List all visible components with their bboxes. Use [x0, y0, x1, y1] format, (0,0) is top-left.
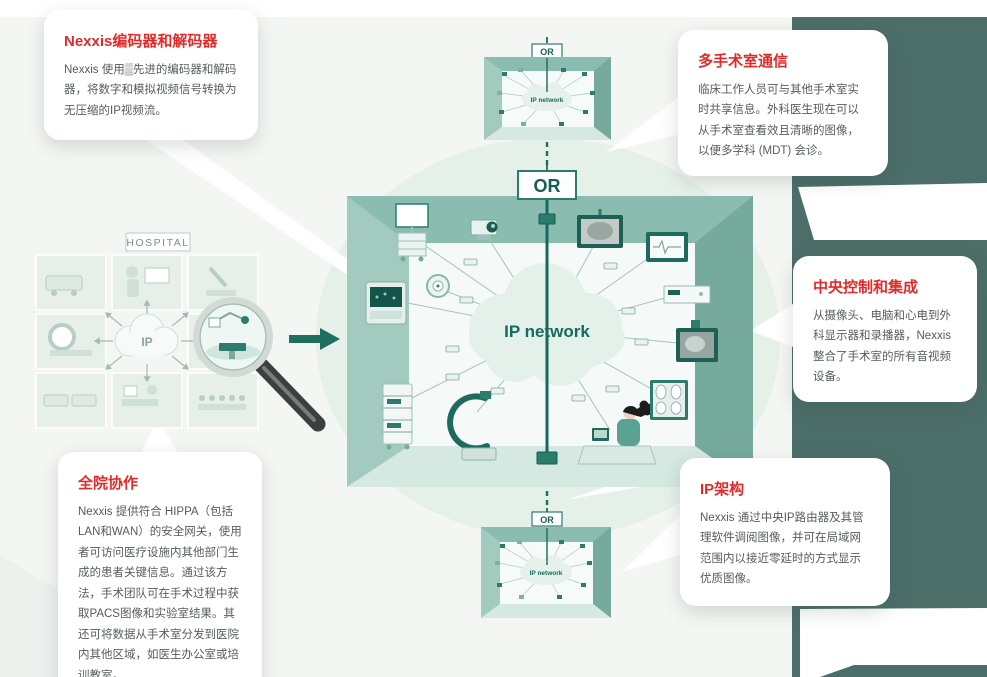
patient-monitor-icon: [365, 281, 407, 325]
encoder-decoder-boxes: [445, 258, 649, 402]
band-white-strip-tail: [800, 665, 854, 677]
callout-central-control-body: 从摄像头、电脑和心电到外科显示器和录播器，Nexxis整合了手术室的所有音视频设…: [813, 310, 952, 384]
hospital-cell-radiology-office: [111, 372, 183, 429]
mini-or-top: OR IP network: [484, 37, 611, 140]
ecg-monitor-icon: [646, 232, 688, 262]
callout-hospital-wide-card: 全院协作 Nexxis 提供符合 HIPPA（包括LAN和WAN）的安全网关，使…: [58, 452, 262, 677]
or-label: OR: [534, 176, 561, 196]
mini-or-top-devices: [497, 68, 595, 126]
central-control-callout-pointer: [750, 302, 796, 348]
mini-or-bottom-network-label: IP network: [530, 570, 563, 577]
callout-encoders-title: Nexxis编码器和解码器: [64, 33, 218, 50]
surgical-light-camera-icon: [426, 274, 450, 298]
ip-architecture-callout-pointer-down: [622, 512, 683, 572]
magnifier: [193, 297, 326, 432]
feed-connector-floor: [536, 451, 558, 465]
hospital-label: HOSPITAL: [126, 237, 189, 249]
callout-central-control-card: 中央控制和集成 从摄像头、电脑和心电到外科显示器和录播器，Nexxis整合了手术…: [793, 256, 977, 402]
hospital-cell-conference-room: [187, 372, 259, 429]
feed-connector-top: [538, 213, 556, 225]
main-or-room: IP network OR: [347, 163, 753, 487]
ptz-camera-icon: [470, 219, 498, 240]
callout-ip-architecture-card: IP架构 Nexxis 通过中央IP路由器及其管理软件调阅图像，并可在局域网范围…: [680, 458, 890, 606]
hospital-ip-label: IP: [141, 335, 152, 349]
or-label-box: [517, 170, 577, 200]
clinician-desk-icon: [577, 400, 657, 465]
magnifier-or-monitor: [208, 317, 221, 328]
mini-or-bottom-devices: [495, 540, 592, 599]
callout-ip-architecture-title: IP架构: [700, 481, 745, 498]
mini-or-bottom-label: OR: [540, 515, 554, 525]
c-arm-icon: [447, 391, 497, 461]
surgical-display-icon: [577, 209, 623, 248]
xray-display-icon: [676, 320, 718, 362]
xray-viewer-icon: [650, 380, 688, 420]
mini-or-bottom: OR IP network: [481, 508, 611, 618]
multi-or-callout-pointer: [606, 96, 680, 152]
callout-encoders-card: Nexxis编码器和解码器 Nexxis 使用▒先进的编码器和解码器，将数字和模…: [44, 10, 258, 140]
mini-or-top-label: OR: [540, 47, 554, 57]
callout-multi-or-title: 多手术室通信: [698, 53, 789, 70]
hospital-cell-patient-ward: [35, 372, 107, 429]
hospital-network-arrows: [93, 299, 201, 383]
hospital-label-box: HOSPITAL: [125, 232, 191, 252]
hospital-ip-cloud: IP: [114, 313, 179, 358]
callout-multi-or-body: 临床工作人员可与其他手术室实时共享信息。外科医生现在可以从手术室查看效且清晰的图…: [698, 84, 859, 158]
hospital-cell-ambulance: [35, 254, 107, 311]
monitor-cart-icon: [395, 203, 429, 262]
magnifier-lens: [193, 297, 273, 377]
video-processor-icon: [663, 285, 711, 304]
magnifier-or-light: [241, 316, 249, 324]
callout-encoders-body: Nexxis 使用▒先进的编码器和解码器，将数字和模拟视频信号转换为无压缩的IP…: [64, 64, 237, 117]
band-white-strip-top: [798, 183, 987, 240]
callout-hospital-wide-body: Nexxis 提供符合 HIPPA（包括LAN和WAN）的安全网关，使用者可访问…: [78, 506, 242, 677]
callout-central-control-title: 中央控制和集成: [813, 279, 919, 296]
magnifier-or-table: [219, 343, 246, 351]
equipment-rack-icon: [382, 383, 413, 450]
encoders-callout-pointer: [140, 136, 358, 274]
callout-ip-architecture-body: Nexxis 通过中央IP路由器及其管理软件调阅图像，并可在局域网范围内以接近零…: [700, 512, 864, 586]
mini-or-top-network-label: IP network: [531, 97, 564, 104]
hospital-wide-callout-pointer: [140, 418, 180, 456]
callout-hospital-wide-title: 全院协作: [78, 475, 139, 492]
callout-multi-or-card: 多手术室通信 临床工作人员可与其他手术室实时共享信息。外科医生现在可以从手术室查…: [678, 30, 888, 176]
band-white-strip-bottom: [800, 608, 987, 665]
hospital-to-or-arrow: [289, 328, 340, 350]
